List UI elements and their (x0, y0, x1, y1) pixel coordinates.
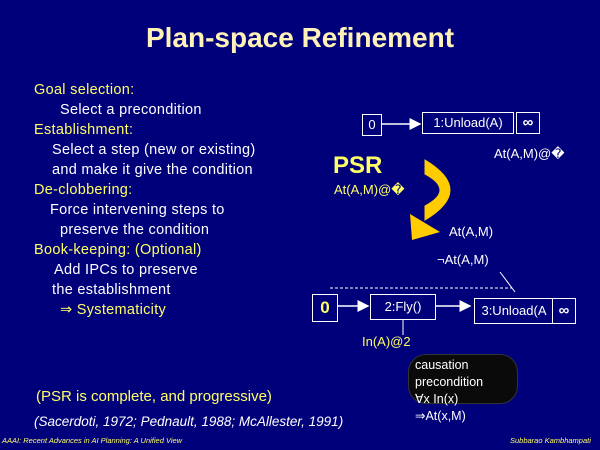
bottom-condition-at: At(A,M) (449, 224, 494, 239)
psr-complete-note: (PSR is complete, and progressive) (36, 388, 272, 405)
bottom-condition-not-at: ¬At(A,M) (437, 252, 489, 267)
bullet-head-goal: Goal selection: (34, 82, 135, 98)
bullet-head-establishment: Establishment: (34, 122, 134, 138)
bullet-line: the establishment (52, 282, 171, 298)
bullet-line: Select a precondition (60, 102, 202, 118)
slide-title: Plan-space Refinement (145, 22, 455, 53)
bottom-plan-start-step: 0 (312, 294, 338, 322)
legend-ipc-formula: ∀x In(x) ⇒At(x,M) (415, 392, 466, 423)
bottom-plan-end-step: ∞ (552, 298, 576, 324)
bullet-list: Goal selection: Select a precondition Es… (34, 80, 256, 320)
bottom-plan-step-unload: 3:Unload(A (474, 298, 554, 324)
bottom-plan-step-fly: 2:Fly() (370, 294, 436, 320)
psr-big-arrow (424, 159, 451, 221)
psr-big-arrow-head (410, 214, 440, 240)
bullet-head-declobbering: De-clobbering: (34, 182, 133, 198)
footer-left: AAAI: Recent Advances in AI Planning: A … (2, 436, 183, 445)
legend-precondition: precondition (415, 375, 484, 389)
top-plan-end-step: ∞ (516, 112, 540, 134)
bullet-line: preserve the condition (60, 222, 210, 238)
top-plan-step-unload: 1:Unload(A) (422, 112, 514, 134)
bullet-line: Add IPCs to preserve (54, 262, 198, 278)
psr-label: PSR (333, 152, 383, 179)
footer-right: Subbarao Kambhampati (510, 436, 591, 445)
top-plan-condition: At(A,M)@� (494, 146, 565, 161)
bullet-line: Force intervening steps to (50, 202, 225, 218)
bullet-head-bookkeeping: Book-keeping: (Optional) (34, 242, 202, 258)
not-at-threat-arrow (499, 271, 516, 293)
bullet-line: and make it give the condition (52, 162, 253, 178)
top-plan-start-step: 0 (362, 114, 382, 136)
bullet-line: Select a step (new or existing) (52, 142, 256, 158)
bullet-systematicity: ⇒ Systematicity (60, 302, 167, 318)
ipc-label: In(A)@2 (362, 334, 411, 349)
legend-causation: causation (415, 358, 469, 372)
psr-condition: At(A,M)@� (334, 182, 405, 197)
citation: (Sacerdoti, 1972; Pednault, 1988; McAlle… (34, 414, 344, 429)
legend-bubble: causation precondition ∀x In(x) ⇒At(x,M) (408, 354, 518, 423)
